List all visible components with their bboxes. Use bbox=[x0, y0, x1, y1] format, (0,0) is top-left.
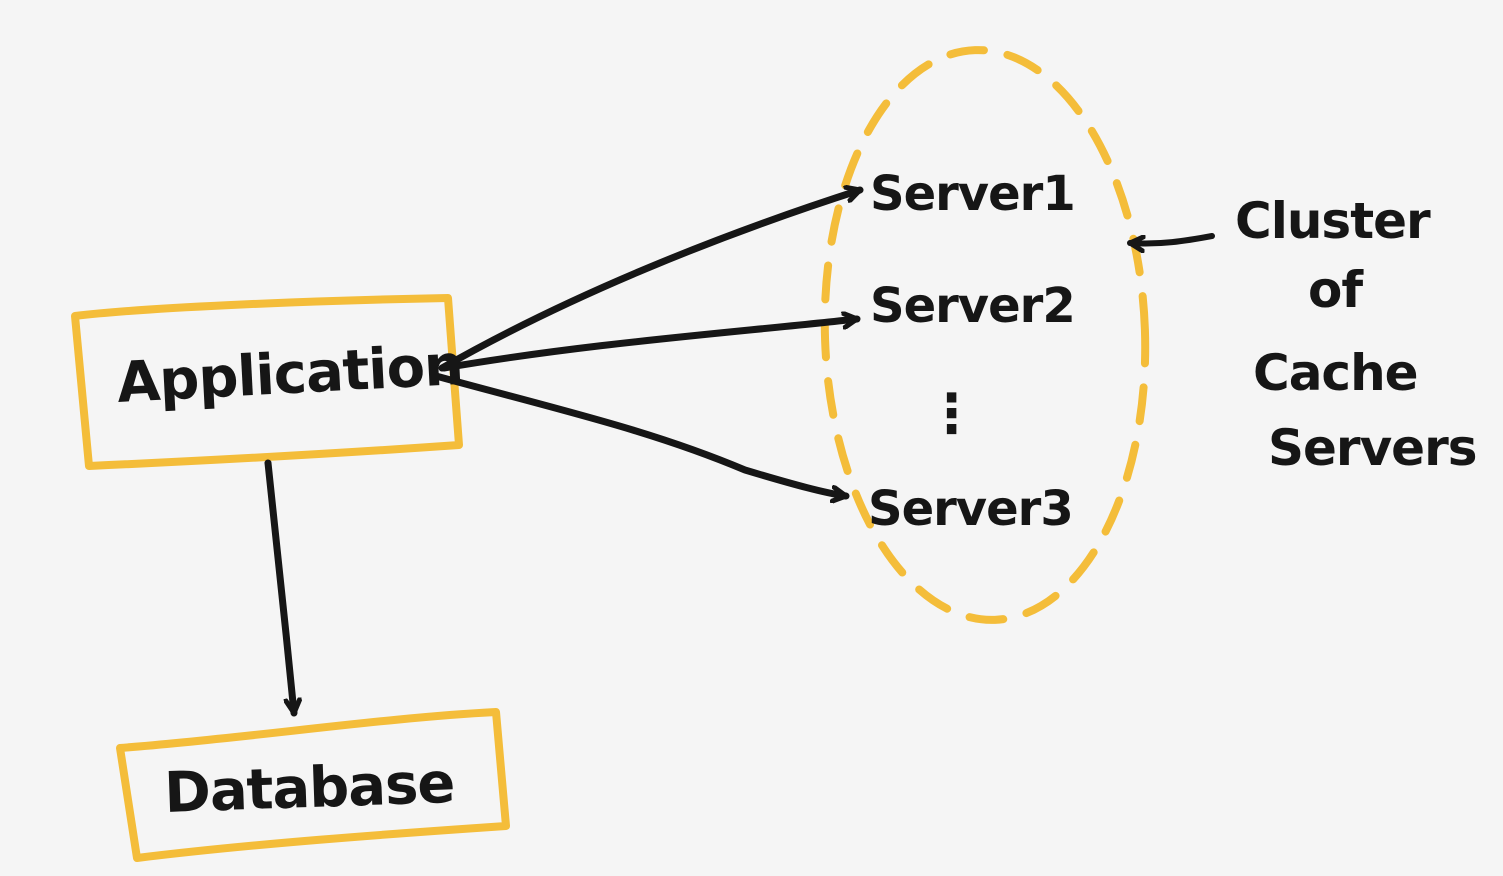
application-box bbox=[71, 294, 463, 470]
arrow-to-server3 bbox=[432, 372, 850, 496]
database-box bbox=[116, 708, 510, 862]
cluster-annotation: Cluster of Cache Servers bbox=[1235, 192, 1478, 477]
arrow-to-server2 bbox=[440, 319, 861, 372]
server-ellipsis: ⋮ bbox=[925, 382, 978, 445]
annotation-line-cluster: Cluster bbox=[1235, 192, 1431, 250]
server3-label: Server3 bbox=[868, 481, 1073, 537]
server1-label: Server1 bbox=[870, 166, 1075, 222]
application-label: Application bbox=[115, 333, 464, 416]
database-label: Database bbox=[163, 751, 455, 826]
annotation-line-servers: Servers bbox=[1268, 419, 1477, 477]
annotation-line-of: of bbox=[1308, 261, 1364, 319]
arrow-to-database bbox=[264, 459, 294, 717]
annotation-arrow bbox=[1127, 233, 1215, 244]
arrow-to-server1 bbox=[438, 190, 864, 372]
annotation-line-cache: Cache bbox=[1253, 344, 1418, 402]
server2-label: Server2 bbox=[870, 278, 1075, 334]
cache-cluster-ellipse bbox=[820, 46, 1150, 624]
